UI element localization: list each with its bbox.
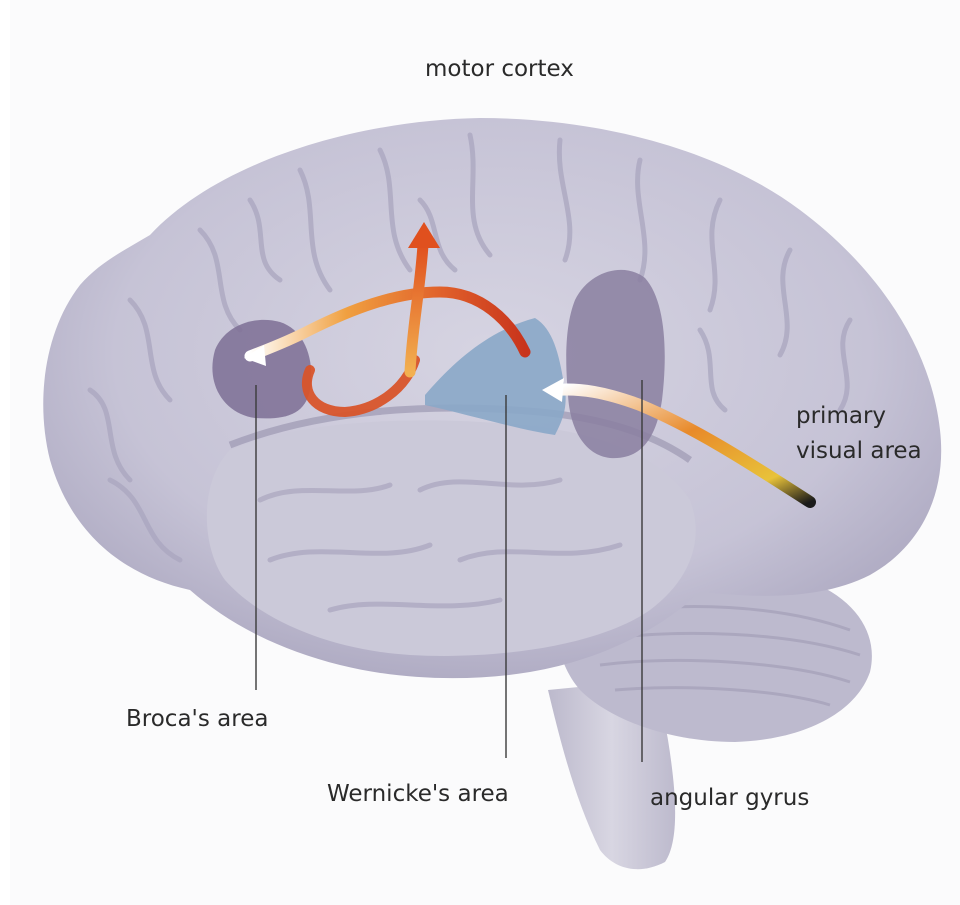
wernickes-area-label: Wernicke's area xyxy=(327,780,509,808)
angular-gyrus-region xyxy=(566,270,665,458)
brocas-area-label: Broca's area xyxy=(126,705,268,733)
primary-visual-area-label-line2: visual area xyxy=(796,437,922,465)
angular-gyrus-label: angular gyrus xyxy=(650,784,809,812)
primary-visual-area-label-line1: primary xyxy=(796,402,886,430)
motor-cortex-label: motor cortex xyxy=(425,55,574,83)
